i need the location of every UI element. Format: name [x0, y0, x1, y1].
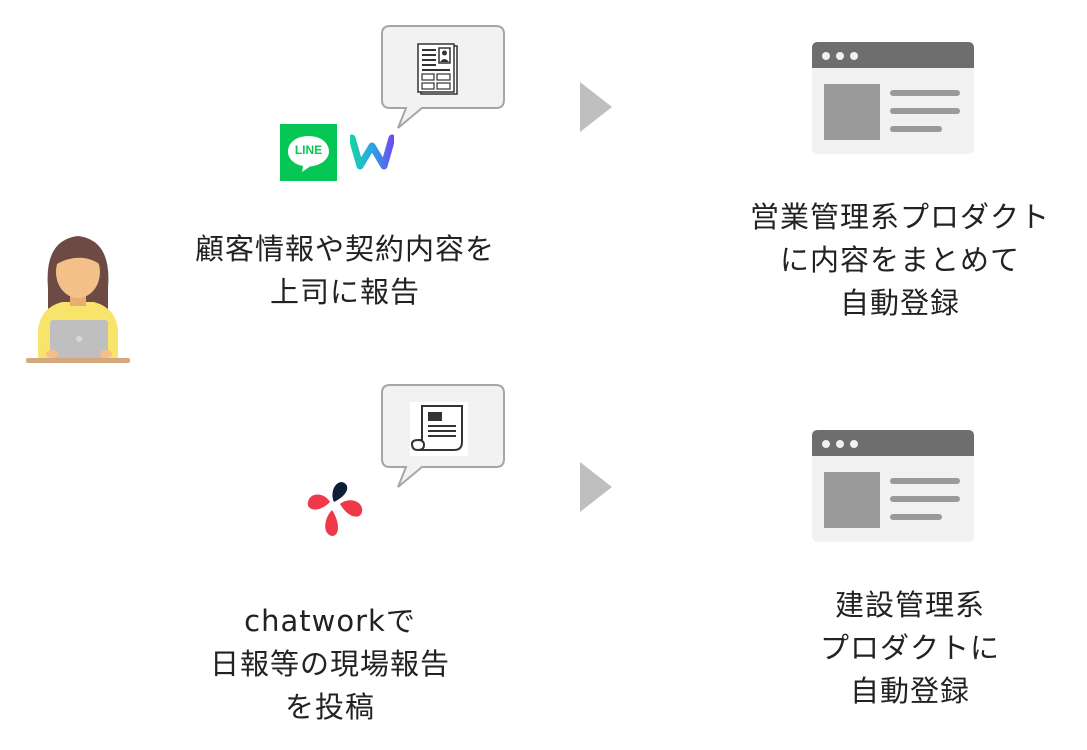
- resume-document-icon: [417, 43, 458, 95]
- chatwork-icon: [307, 482, 363, 536]
- row2-caption: chatworkで 日報等の現場報告 を投稿: [209, 604, 450, 724]
- row2-result-caption: 建設管理系 プロダクトに 自動登録: [819, 588, 1000, 708]
- arrow-right-icon: [580, 82, 612, 132]
- row1-caption: 顧客情報や契約内容を 上司に報告: [194, 232, 495, 309]
- w-app-icon: [350, 134, 394, 170]
- browser-window-icon: [812, 42, 974, 154]
- line-logo-text: LINE: [294, 143, 323, 157]
- line-app-icon: LINE: [280, 124, 337, 181]
- report-scroll-icon: [410, 402, 468, 456]
- arrow-right-icon: [580, 462, 612, 512]
- browser-window-icon: [812, 430, 974, 542]
- row1-result-caption: 営業管理系プロダクト に内容をまとめて 自動登録: [749, 200, 1050, 320]
- person-with-laptop-icon: [26, 236, 130, 363]
